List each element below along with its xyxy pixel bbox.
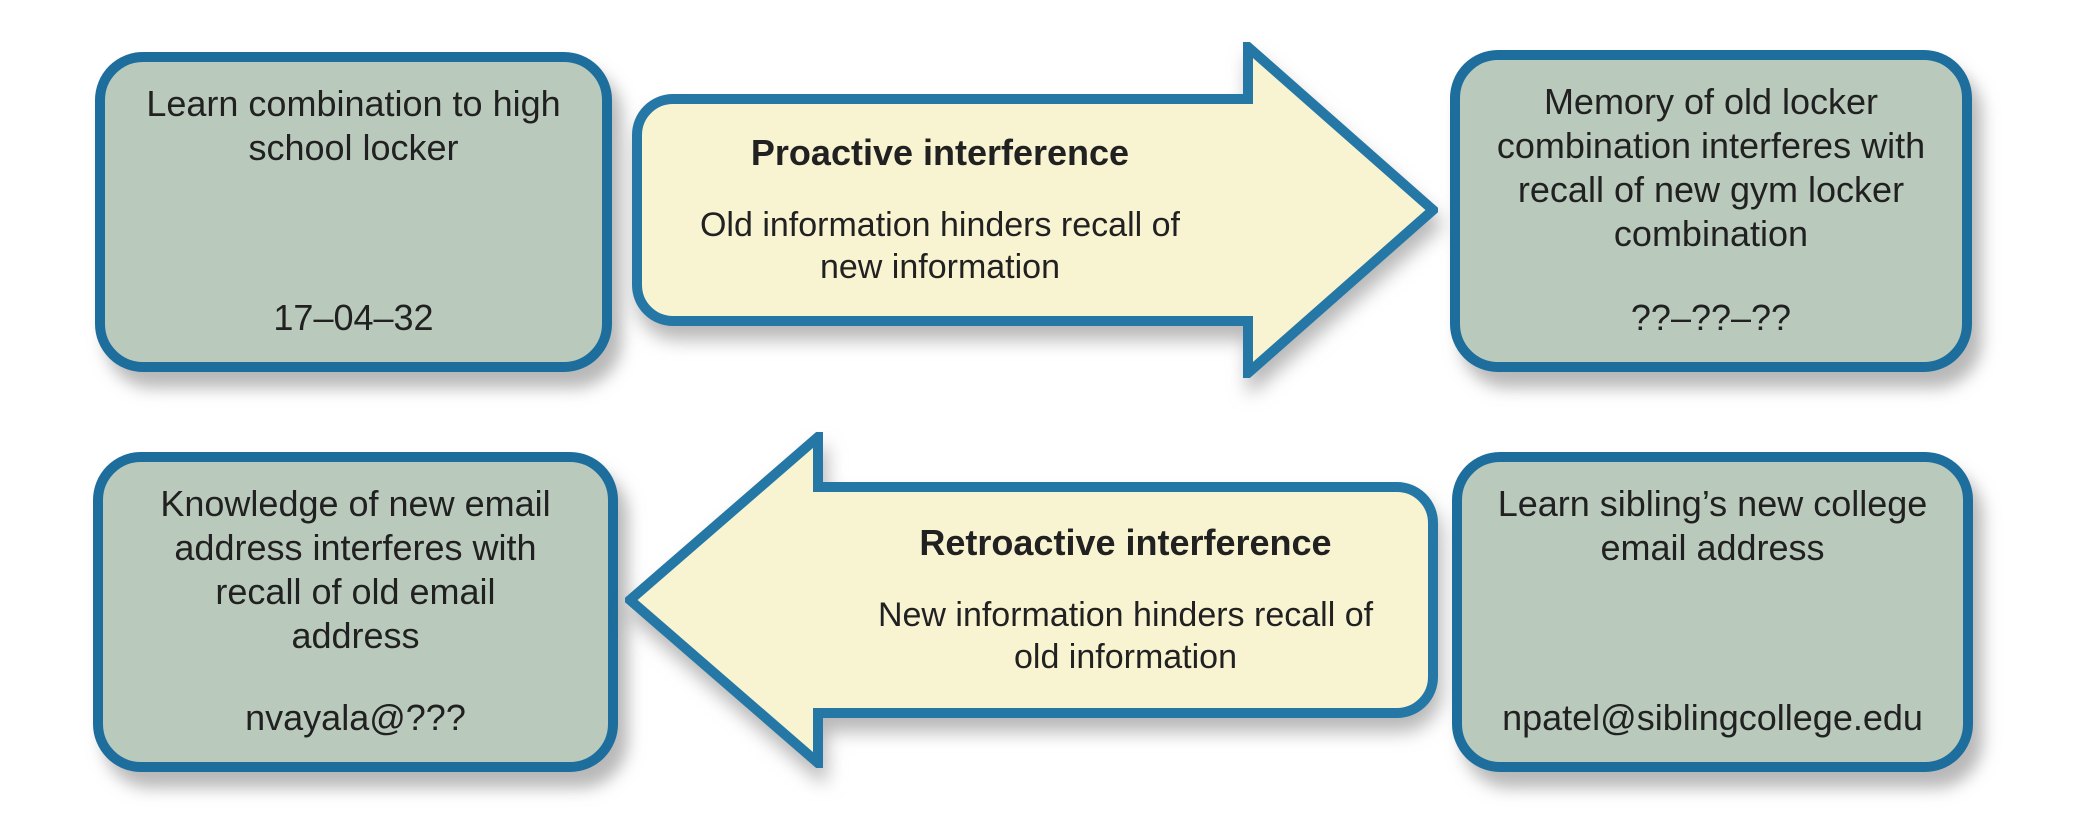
left-arrow-icon: [625, 432, 1438, 768]
proactive-arrow-label: Proactive interference Old information h…: [632, 99, 1248, 321]
proactive-cause-code: 17–04–32: [273, 297, 434, 339]
proactive-arrow: Proactive interference Old information h…: [632, 42, 1438, 378]
proactive-arrow-title: Proactive interference: [750, 132, 1130, 174]
proactive-effect-text: Memory of old locker combination interfe…: [1496, 81, 1926, 254]
proactive-effect-code: ??–??–??: [1630, 297, 1792, 339]
proactive-arrow-description: Old information hinders recall of new in…: [699, 205, 1180, 286]
retroactive-arrow: Retroactive interference New information…: [625, 432, 1438, 768]
retroactive-effect-box: Knowledge of new email address interfere…: [93, 452, 618, 772]
retroactive-cause-text: Learn sibling’s new college email addres…: [1497, 483, 1928, 568]
proactive-cause-text: Learn combination to high school locker: [146, 83, 561, 168]
proactive-cause-box: Learn combination to high school locker …: [95, 52, 612, 372]
retroactive-arrow-description: New information hinders recall of old in…: [877, 595, 1374, 676]
retroactive-arrow-title: Retroactive interference: [919, 522, 1332, 564]
retroactive-effect-code: nvayala@???: [245, 697, 466, 739]
retroactive-arrow-label: Retroactive interference New information…: [818, 487, 1433, 713]
right-arrow-icon: [632, 42, 1438, 378]
retroactive-cause-code: npatel@siblingcollege.edu: [1502, 697, 1923, 739]
retroactive-cause-box: Learn sibling’s new college email addres…: [1452, 452, 1973, 772]
proactive-effect-box: Memory of old locker combination interfe…: [1450, 50, 1972, 372]
retroactive-effect-text: Knowledge of new email address interfere…: [160, 483, 551, 656]
